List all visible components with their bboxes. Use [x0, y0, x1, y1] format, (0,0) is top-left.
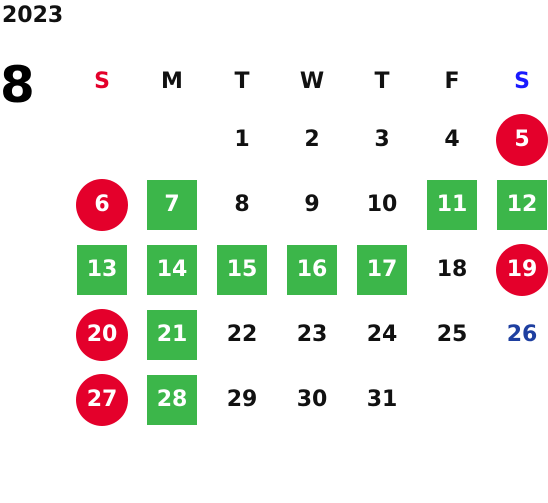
- calendar-week-row: 1 2 3 4 5: [67, 107, 548, 172]
- calendar-day-20: 20: [67, 302, 137, 367]
- calendar-day-21: 21: [137, 302, 207, 367]
- calendar-day-4: 4: [417, 107, 487, 172]
- calendar-day-30: 30: [277, 367, 347, 432]
- calendar-day-16: 16: [277, 237, 347, 302]
- calendar-day-label: 26: [506, 322, 538, 347]
- calendar-day-1: 1: [207, 107, 277, 172]
- closed-day-square: [77, 244, 127, 295]
- calendar-empty-cell: [417, 367, 487, 432]
- calendar-day-label: 23: [296, 322, 328, 347]
- calendar-day-label: 4: [444, 127, 460, 152]
- holiday-circle: [496, 113, 548, 166]
- calendar-day-label: 17: [366, 257, 398, 282]
- calendar-day-31: 31: [347, 367, 417, 432]
- calendar-empty-cell: [487, 367, 548, 432]
- calendar-day-label: 1: [234, 127, 250, 152]
- calendar-day-label: 25: [436, 322, 468, 347]
- calendar-day-label: 19: [506, 257, 538, 282]
- closed-day-square: [147, 309, 197, 360]
- calendar-day-8: 8: [207, 172, 277, 237]
- calendar-empty-cell: [67, 107, 137, 172]
- holiday-circle: [76, 178, 128, 231]
- calendar-day-24: 24: [347, 302, 417, 367]
- calendar-day-12: 12: [487, 172, 548, 237]
- calendar-day-14: 14: [137, 237, 207, 302]
- weekday-tuesday: T: [234, 68, 250, 94]
- calendar-week-row: 20 21 22 23 24 25 26: [67, 302, 548, 367]
- calendar-empty-cell: [137, 107, 207, 172]
- calendar-day-10: 10: [347, 172, 417, 237]
- calendar-day-3: 3: [347, 107, 417, 172]
- weekday-wednesday: W: [299, 68, 325, 94]
- calendar-day-17: 17: [347, 237, 417, 302]
- closed-day-square: [287, 244, 337, 295]
- calendar-day-label: 29: [226, 387, 258, 412]
- calendar-day-label: 5: [514, 127, 530, 152]
- closed-day-square: [217, 244, 267, 295]
- calendar-day-28: 28: [137, 367, 207, 432]
- weekday-friday: F: [444, 68, 460, 94]
- calendar-day-label: 30: [296, 387, 328, 412]
- closed-day-square: [147, 179, 197, 230]
- calendar-day-label: 16: [296, 257, 328, 282]
- calendar-day-label: 2: [304, 127, 320, 152]
- holiday-circle: [76, 373, 128, 426]
- holiday-circle: [76, 308, 128, 361]
- calendar-day-7: 7: [137, 172, 207, 237]
- calendar-day-label: 10: [366, 192, 398, 217]
- calendar-day-26: 26: [487, 302, 548, 367]
- calendar-day-11: 11: [417, 172, 487, 237]
- calendar-day-label: 31: [366, 387, 398, 412]
- calendar-day-label: 24: [366, 322, 398, 347]
- weekday-saturday: S: [514, 68, 530, 94]
- calendar-day-label: 8: [234, 192, 250, 217]
- calendar-day-label: 13: [86, 257, 118, 282]
- calendar-day-label: 6: [94, 192, 110, 217]
- calendar-week-row: 13 14 15 16 17 18 19: [67, 237, 548, 302]
- calendar-day-19: 19: [487, 237, 548, 302]
- closed-day-square: [497, 179, 547, 230]
- calendar-day-label: 12: [506, 192, 538, 217]
- calendar-day-29: 29: [207, 367, 277, 432]
- calendar-day-5: 5: [487, 107, 548, 172]
- calendar-day-label: 22: [226, 322, 258, 347]
- weekday-monday: M: [161, 68, 183, 94]
- calendar-day-label: 14: [156, 257, 188, 282]
- calendar-day-label: 28: [156, 387, 188, 412]
- calendar-day-label: 20: [86, 322, 118, 347]
- calendar-day-9: 9: [277, 172, 347, 237]
- calendar-month: 8: [0, 56, 35, 114]
- calendar-week-row: 6 7 8 9 10 11 12: [67, 172, 548, 237]
- calendar-day-label: 7: [164, 192, 180, 217]
- calendar-week-row: 27 28 29 30 31: [67, 367, 548, 432]
- calendar-year: 2023: [2, 3, 64, 28]
- calendar-day-25: 25: [417, 302, 487, 367]
- calendar-day-label: 9: [304, 192, 320, 217]
- closed-day-square: [427, 179, 477, 230]
- calendar-day-27: 27: [67, 367, 137, 432]
- calendar-day-6: 6: [67, 172, 137, 237]
- closed-day-square: [147, 374, 197, 425]
- calendar-day-label: 21: [156, 322, 188, 347]
- weekday-sunday: S: [94, 68, 110, 94]
- calendar-day-23: 23: [277, 302, 347, 367]
- calendar-day-label: 27: [86, 387, 118, 412]
- weekday-thursday: T: [374, 68, 390, 94]
- calendar-day-label: 15: [226, 257, 258, 282]
- calendar-day-22: 22: [207, 302, 277, 367]
- calendar-day-15: 15: [207, 237, 277, 302]
- closed-day-square: [147, 244, 197, 295]
- calendar-day-2: 2: [277, 107, 347, 172]
- closed-day-square: [357, 244, 407, 295]
- calendar-day-13: 13: [67, 237, 137, 302]
- calendar-day-label: 18: [436, 257, 468, 282]
- holiday-circle: [496, 243, 548, 296]
- calendar-day-18: 18: [417, 237, 487, 302]
- calendar-day-label: 3: [374, 127, 390, 152]
- calendar-day-label: 11: [436, 192, 468, 217]
- weekday-header-row: S M T W T F S: [67, 55, 548, 107]
